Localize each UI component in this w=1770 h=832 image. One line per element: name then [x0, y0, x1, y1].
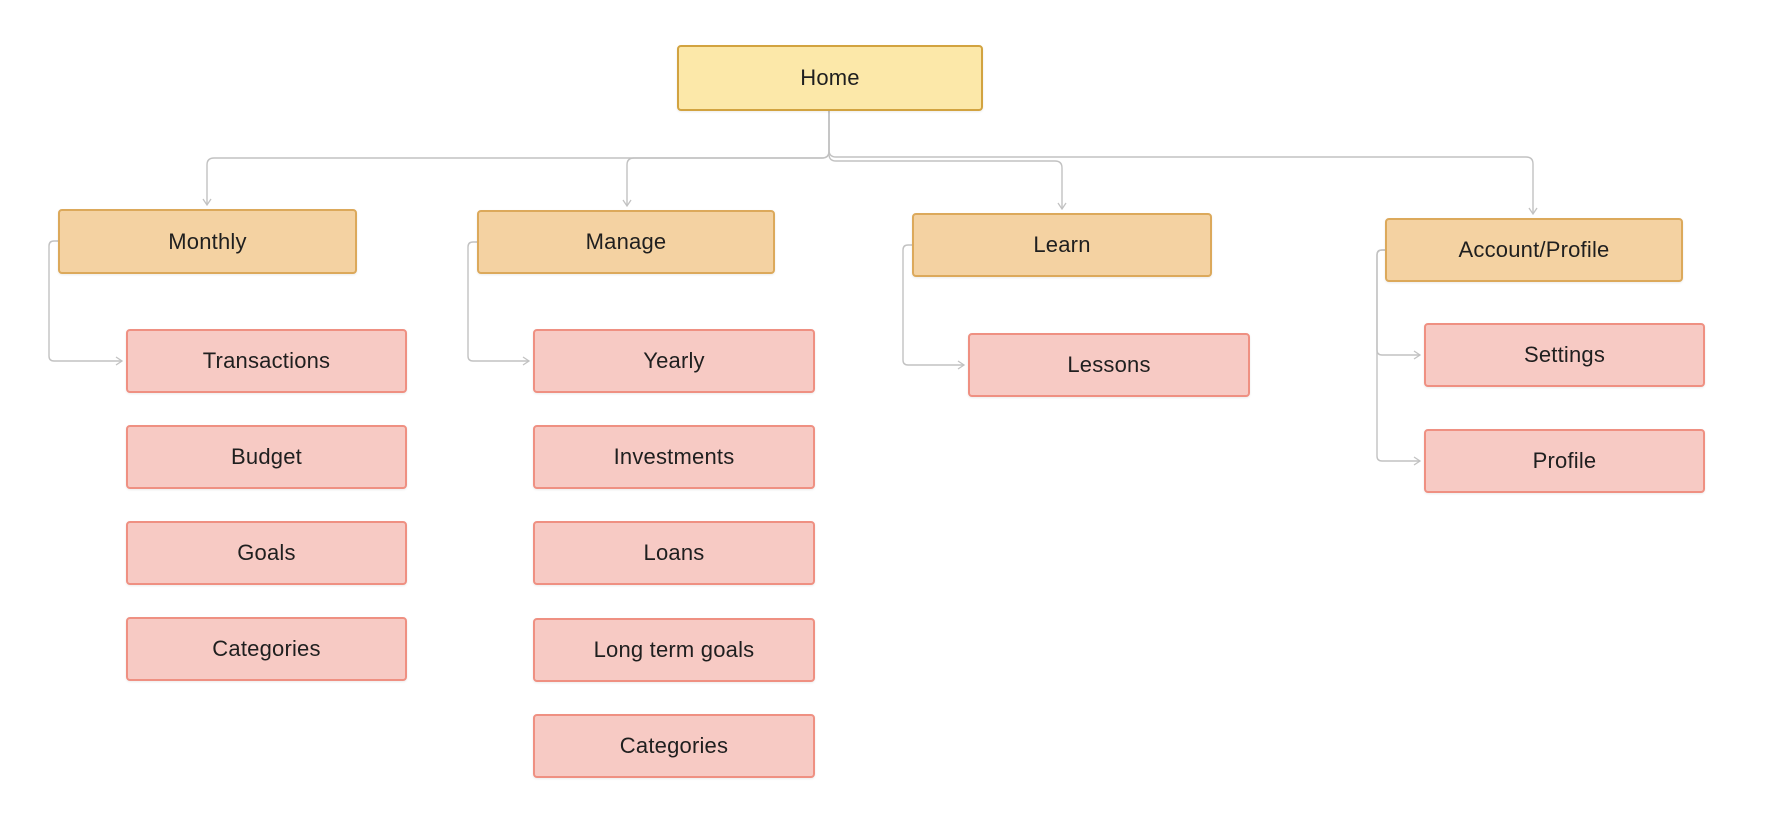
- node-lessons-label: Lessons: [1067, 352, 1151, 377]
- connector-home-manage: [622, 111, 830, 208]
- node-transactions[interactable]: Transactions: [126, 329, 407, 393]
- node-manage[interactable]: Manage: [477, 210, 775, 274]
- node-account-profile[interactable]: Account/Profile: [1385, 218, 1683, 282]
- node-categories-manage-label: Categories: [619, 733, 729, 758]
- node-lessons[interactable]: Lessons: [968, 333, 1250, 397]
- node-categories-manage[interactable]: Categories: [533, 714, 815, 778]
- node-long-term-goals-label: Long term goals: [593, 637, 755, 662]
- node-budget[interactable]: Budget: [126, 425, 407, 489]
- node-investments-label: Investments: [613, 444, 735, 469]
- node-transactions-label: Transactions: [202, 348, 331, 373]
- node-yearly-label: Yearly: [643, 348, 705, 373]
- connector-home-learn: [828, 111, 1067, 211]
- node-monthly-label: Monthly: [168, 228, 247, 254]
- node-categories-monthly[interactable]: Categories: [126, 617, 407, 681]
- node-profile[interactable]: Profile: [1424, 429, 1705, 493]
- node-monthly[interactable]: Monthly: [58, 209, 357, 274]
- node-yearly[interactable]: Yearly: [533, 329, 815, 393]
- node-profile-label: Profile: [1532, 448, 1597, 473]
- node-loans-label: Loans: [643, 540, 705, 565]
- node-home[interactable]: Home: [677, 45, 983, 111]
- connector-home-account-profile: [828, 111, 1538, 216]
- node-settings[interactable]: Settings: [1424, 323, 1705, 387]
- node-goals-label: Goals: [237, 540, 296, 565]
- node-learn-label: Learn: [1033, 232, 1091, 257]
- node-settings-label: Settings: [1523, 342, 1606, 367]
- node-long-term-goals[interactable]: Long term goals: [533, 618, 815, 682]
- node-budget-label: Budget: [231, 444, 302, 469]
- node-learn[interactable]: Learn: [912, 213, 1212, 277]
- node-loans[interactable]: Loans: [533, 521, 815, 585]
- node-categories-monthly-label: Categories: [212, 636, 321, 661]
- node-investments[interactable]: Investments: [533, 425, 815, 489]
- node-goals[interactable]: Goals: [126, 521, 407, 585]
- node-manage-label: Manage: [585, 229, 667, 254]
- connector-home-monthly: [202, 111, 830, 207]
- node-home-label: Home: [800, 65, 860, 90]
- node-account-profile-label: Account/Profile: [1458, 237, 1610, 262]
